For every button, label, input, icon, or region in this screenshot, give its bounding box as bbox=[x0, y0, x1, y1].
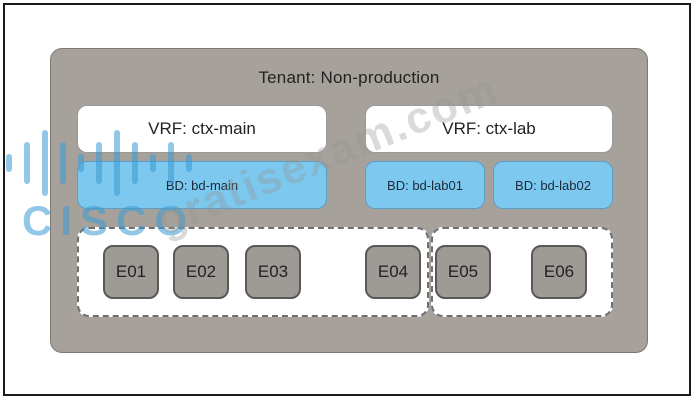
endpoint-e05: E05 bbox=[435, 245, 491, 299]
endpoint-e04: E04 bbox=[365, 245, 421, 299]
bd-lab02: BD: bd-lab02 bbox=[493, 161, 613, 209]
bd-lab01: BD: bd-lab01 bbox=[365, 161, 485, 209]
svg-text:CISCO: CISCO bbox=[22, 197, 195, 240]
tenant-title: Tenant: Non-production bbox=[258, 68, 440, 87]
endpoint-e02: E02 bbox=[173, 245, 229, 299]
endpoint-e03: E03 bbox=[245, 245, 301, 299]
endpoint-e06: E06 bbox=[531, 245, 587, 299]
vrf-ctx-lab: VRF: ctx-lab bbox=[365, 105, 613, 153]
endpoint-e01: E01 bbox=[103, 245, 159, 299]
cisco-logo-watermark: CISCO bbox=[2, 120, 202, 245]
